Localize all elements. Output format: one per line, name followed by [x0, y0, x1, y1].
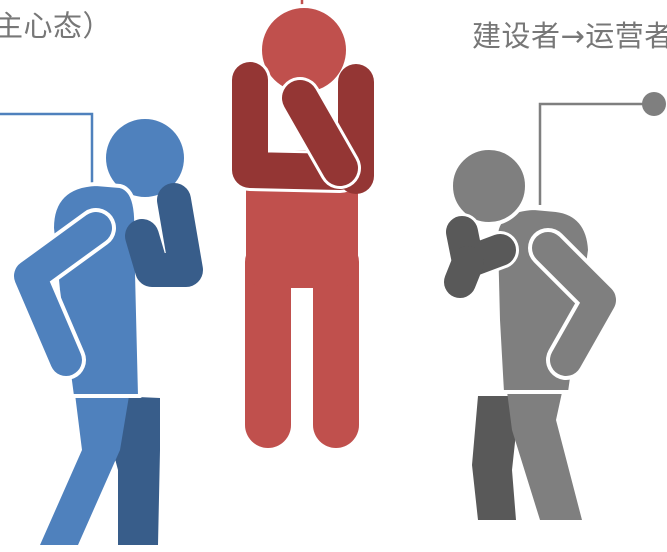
- gray-figure-hip-arm: [532, 232, 616, 376]
- red-figure-chin-arm: [282, 80, 358, 186]
- blue-figure-front-leg: [40, 370, 132, 545]
- blue-figure-chin-arm: [125, 183, 203, 287]
- gray-figure-chin-arm-lower: [444, 246, 484, 298]
- gray-figure-head: [449, 146, 529, 226]
- connector-right: [538, 92, 666, 205]
- red-figure-folded-arm: [232, 62, 358, 190]
- red-thinking-figure: [229, 4, 374, 448]
- connector-left: [0, 112, 94, 190]
- right-caption: 建设者→运营者: [472, 19, 667, 53]
- blue-thinking-figure: [10, 115, 203, 545]
- blue-figure-hip-arm: [14, 212, 112, 376]
- connector-right-dot: [642, 92, 666, 116]
- gray-thinking-figure: [443, 146, 620, 520]
- gray-figure-front-leg: [504, 368, 582, 520]
- blue-figure-head: [102, 115, 188, 201]
- gray-figure-back-leg: [472, 396, 520, 520]
- left-caption: 主心态）: [0, 9, 113, 43]
